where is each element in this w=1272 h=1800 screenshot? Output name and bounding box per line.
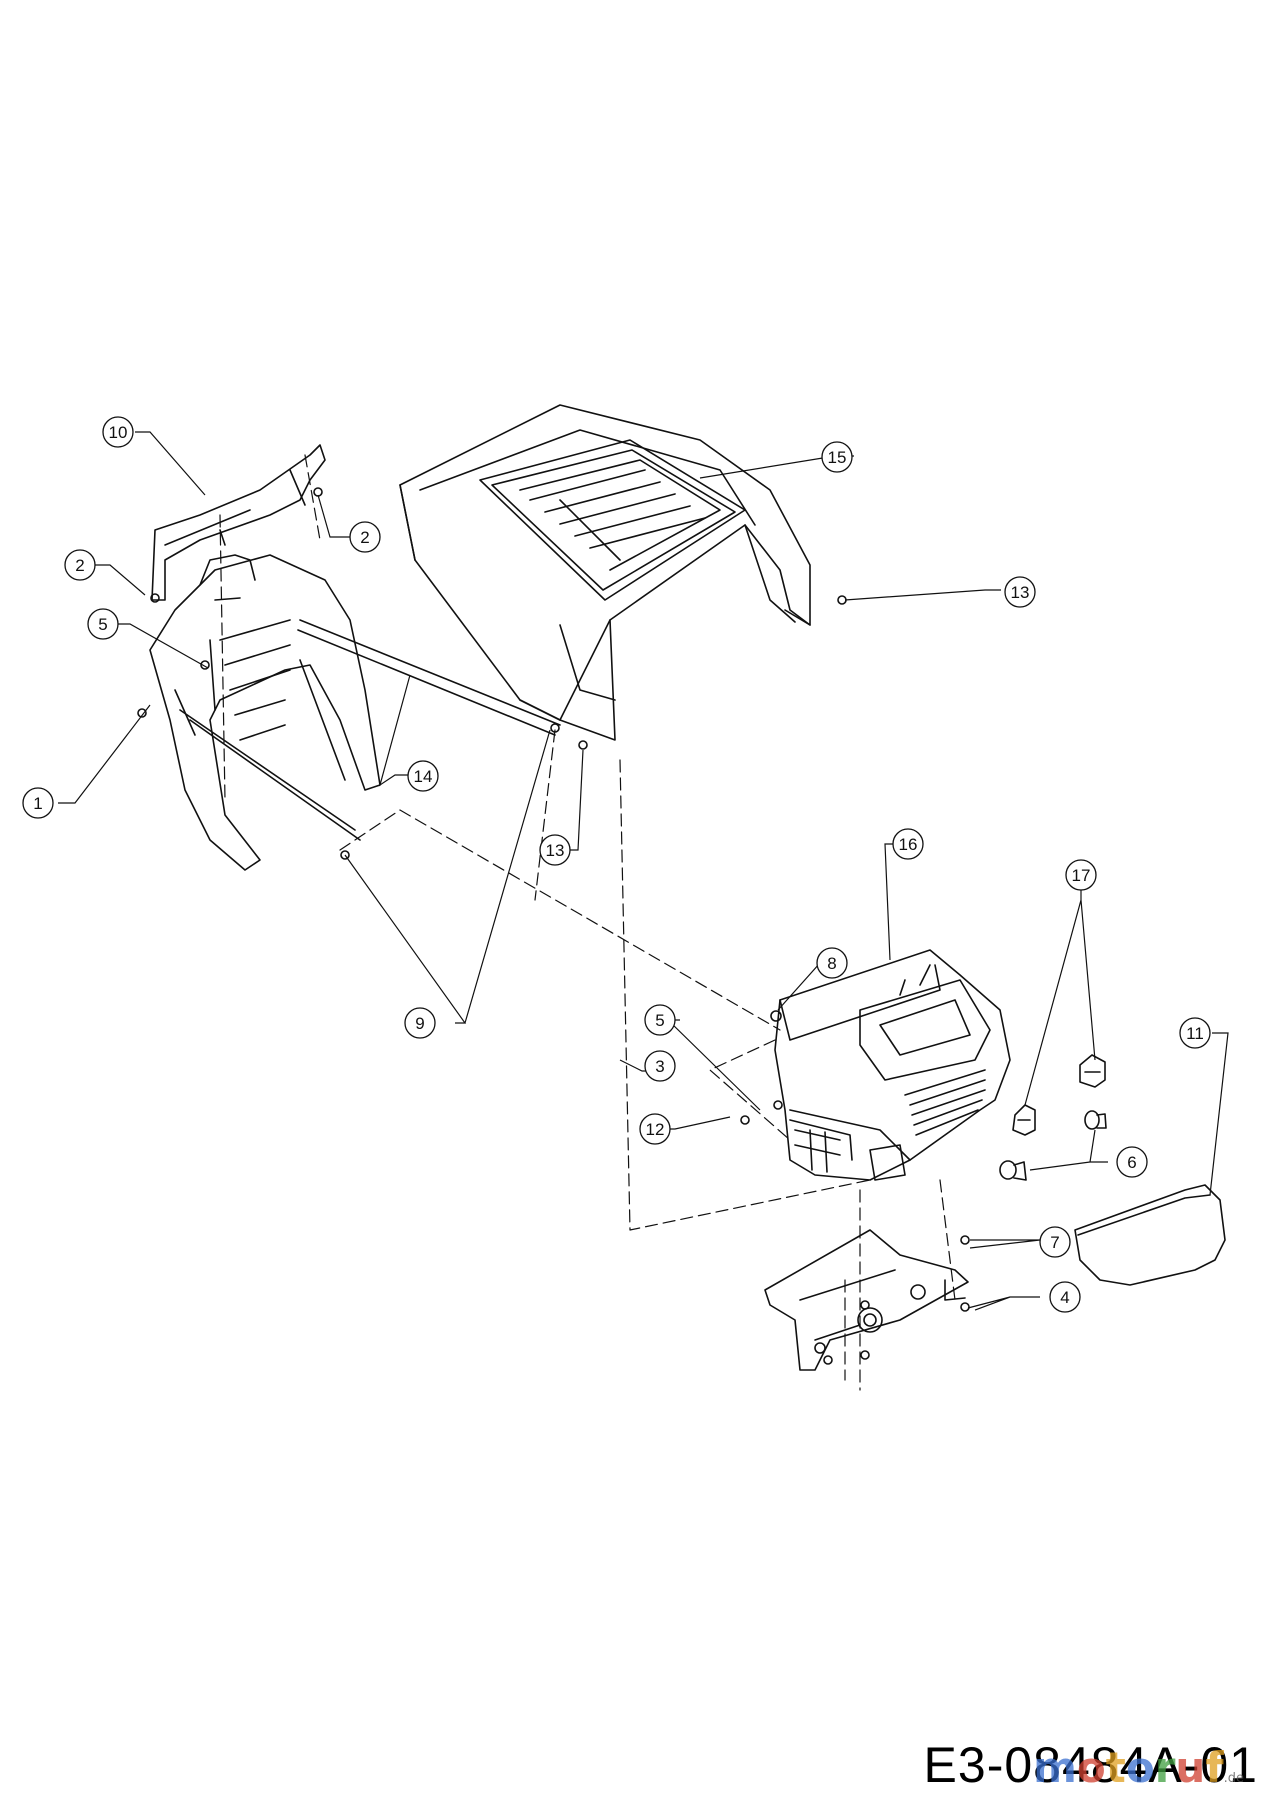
callout-10: 10 [102, 416, 134, 448]
svg-text:14: 14 [414, 767, 433, 786]
svg-text:12: 12 [646, 1120, 665, 1139]
svg-text:2: 2 [75, 556, 84, 575]
callout-14: 14 [407, 760, 439, 792]
svg-text:2: 2 [360, 528, 369, 547]
watermark-logo: motoruf.de [1033, 1743, 1244, 1792]
callout-17: 17 [1065, 859, 1097, 891]
svg-text:6: 6 [1127, 1153, 1136, 1172]
callout-4: 4 [1049, 1281, 1081, 1313]
callout-5b: 5 [644, 1004, 676, 1036]
svg-text:11: 11 [1186, 1024, 1204, 1043]
callout-6: 6 [1116, 1146, 1148, 1178]
watermark-domain: .de [1223, 1771, 1244, 1786]
svg-text:7: 7 [1050, 1233, 1059, 1252]
front-bracket-part [764, 1229, 969, 1371]
watermark-letter: o [1125, 1743, 1155, 1792]
drawing-code: E3-08484A-01 [923, 1737, 1258, 1793]
assembly-lines [219, 454, 956, 1391]
callout-2a: 2 [64, 549, 96, 581]
svg-text:9: 9 [415, 1014, 424, 1033]
callout-5a: 5 [87, 608, 119, 640]
callout-3: 3 [644, 1050, 676, 1082]
callout-11: 11 [1179, 1017, 1211, 1049]
svg-text:5: 5 [655, 1011, 664, 1030]
callout-2b: 2 [349, 521, 381, 553]
svg-text:3: 3 [655, 1057, 664, 1076]
svg-text:16: 16 [899, 835, 918, 854]
headlight-lens-part [1074, 1184, 1226, 1286]
svg-text:13: 13 [1011, 583, 1030, 602]
bulb-part [999, 1110, 1107, 1181]
svg-text:8: 8 [827, 954, 836, 973]
callout-15: 15 [821, 441, 853, 473]
callout-1: 1 [22, 787, 54, 819]
svg-text:17: 17 [1072, 866, 1091, 885]
dashboard-panel-part [149, 554, 561, 871]
bulb-socket-part [1012, 1054, 1106, 1136]
svg-text:4: 4 [1060, 1288, 1069, 1307]
callout-13a: 13 [1004, 576, 1036, 608]
watermark-letter: o [1076, 1743, 1106, 1792]
fasteners [137, 487, 970, 1360]
svg-text:10: 10 [109, 423, 128, 442]
watermark-letter: t [1105, 1743, 1126, 1792]
watermark-letter: r [1154, 1743, 1176, 1792]
callout-7: 7 [1039, 1226, 1071, 1258]
callout-16: 16 [892, 828, 924, 860]
hood-part [399, 404, 811, 741]
svg-text:5: 5 [98, 615, 107, 634]
svg-text:13: 13 [546, 841, 565, 860]
callout-9: 9 [404, 1007, 436, 1039]
watermark-letter: f [1205, 1743, 1224, 1792]
svg-text:1: 1 [33, 794, 42, 813]
front-housing-part [774, 949, 1011, 1181]
dash-bracket-part [151, 444, 326, 601]
watermark-letter: u [1175, 1743, 1206, 1792]
watermark-letter: m [1033, 1743, 1077, 1792]
callouts: 1 2 2 3 4 5 5 6 [22, 416, 1211, 1313]
callout-8: 8 [816, 947, 848, 979]
callout-12: 12 [639, 1113, 671, 1145]
svg-text:15: 15 [828, 448, 847, 467]
callout-13b: 13 [539, 834, 571, 866]
